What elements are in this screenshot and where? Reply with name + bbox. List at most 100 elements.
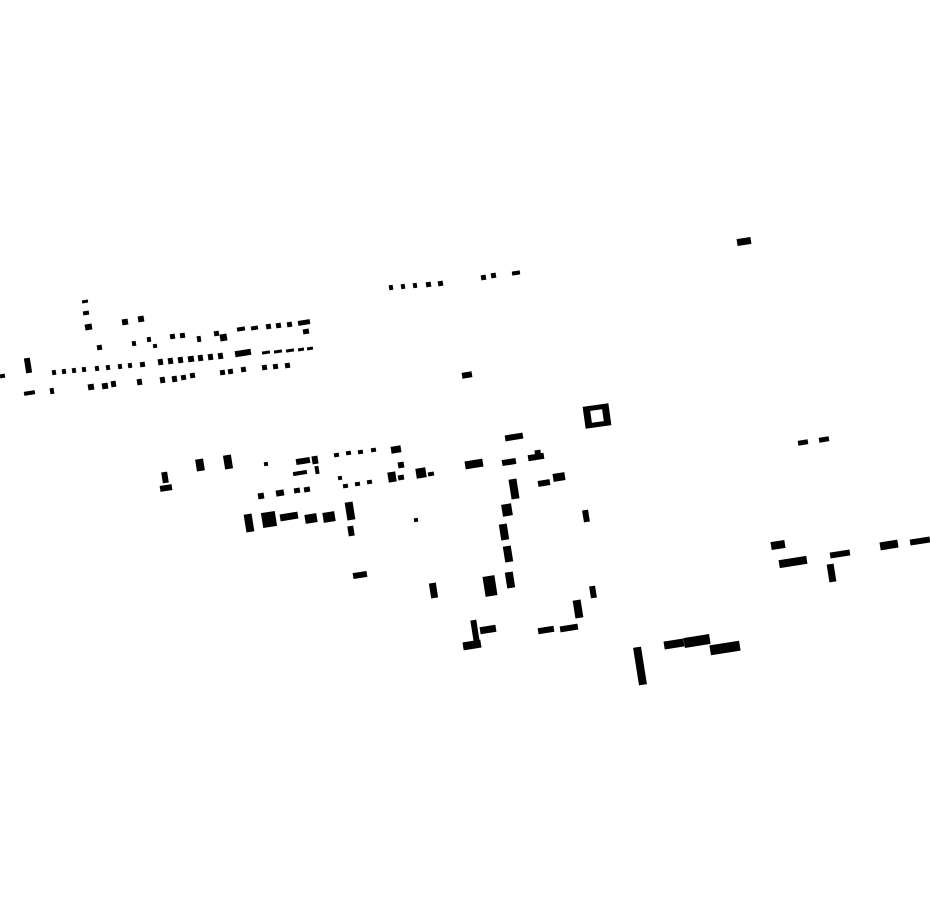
building-footprint <box>284 362 291 369</box>
building-footprint <box>427 471 435 477</box>
building-footprint <box>105 364 111 371</box>
building-footprint <box>397 461 405 469</box>
building-footprint <box>415 467 427 479</box>
building-footprint <box>345 450 352 456</box>
building-footprint <box>797 439 809 446</box>
building-footprint <box>352 570 368 580</box>
building-footprint <box>152 343 158 349</box>
building-footprint <box>709 640 741 656</box>
building-footprint <box>397 474 405 481</box>
building-footprint <box>161 471 169 484</box>
building-footprint <box>306 346 314 351</box>
building-footprint <box>293 487 301 494</box>
building-footprint <box>292 469 308 477</box>
building-footprint <box>275 489 285 497</box>
building-footprint <box>286 321 293 328</box>
building-footprint <box>94 365 100 372</box>
building-footprint <box>167 357 174 365</box>
building-footprint <box>260 510 278 529</box>
building-footprint <box>342 483 349 489</box>
building-footprint <box>736 236 752 247</box>
building-footprint <box>101 382 109 390</box>
building-footprint <box>370 447 377 453</box>
building-footprint <box>480 274 487 281</box>
building-footprint <box>482 575 498 597</box>
building-footprint <box>311 455 319 465</box>
building-footprint <box>81 299 89 304</box>
building-footprint <box>159 484 173 492</box>
building-footprint <box>257 492 265 500</box>
building-footprint <box>909 536 930 546</box>
building-footprint <box>157 358 164 366</box>
building-footprint <box>322 511 336 523</box>
building-footprint <box>770 539 786 551</box>
building-footprint <box>82 310 90 316</box>
building-footprint <box>425 281 432 288</box>
building-footprint <box>169 333 176 340</box>
building-footprint <box>23 357 33 374</box>
building-footprint <box>344 501 356 521</box>
building-footprint <box>159 376 166 384</box>
building-footprint <box>219 333 228 342</box>
building-footprint <box>437 280 444 287</box>
building-footprint <box>261 364 268 371</box>
building-footprint <box>537 625 555 635</box>
building-footprint <box>826 563 837 583</box>
building-footprint <box>818 436 830 443</box>
building-footprint <box>180 374 187 381</box>
building-footprint <box>357 449 364 455</box>
building-footprint <box>61 368 67 375</box>
building-footprint <box>479 624 497 635</box>
building-footprint <box>263 461 269 467</box>
building-footprint <box>498 523 510 541</box>
building-footprint <box>501 503 513 517</box>
building-footprint <box>139 361 146 368</box>
building-footprint <box>236 326 246 332</box>
building-footprint <box>127 362 133 369</box>
building-footprint <box>537 479 551 487</box>
building-footprint <box>879 539 899 551</box>
building-footprint <box>227 368 234 375</box>
building-footprint <box>272 363 279 370</box>
building-footprint <box>303 486 311 493</box>
building-footprint <box>304 513 318 524</box>
building-footprint <box>51 369 57 376</box>
building-footprint <box>470 619 480 643</box>
building-footprint <box>96 344 103 351</box>
building-footprint <box>582 509 590 523</box>
building-footprint <box>250 325 259 331</box>
building-footprint <box>683 634 711 648</box>
building-footprint <box>589 585 597 599</box>
building-footprint <box>179 332 186 339</box>
building-footprint <box>219 369 226 376</box>
building-footprint <box>511 270 521 276</box>
building-footprint <box>502 545 514 563</box>
building-footprint <box>187 355 195 363</box>
building-footprint <box>490 272 497 279</box>
building-footprint <box>275 322 282 329</box>
building-footprint <box>778 555 808 569</box>
building-footprint <box>177 356 184 364</box>
building-footprint <box>504 432 524 442</box>
building-footprint <box>136 378 143 386</box>
building-footprint <box>302 328 310 335</box>
building-footprint <box>23 390 36 396</box>
building-footprint <box>354 481 361 487</box>
building-footprint <box>572 599 584 619</box>
building-footprint <box>117 363 123 370</box>
building-footprint <box>337 475 343 481</box>
building-footprint <box>559 623 579 633</box>
building-footprint <box>412 282 418 289</box>
building-footprint <box>314 465 320 475</box>
building-footprint <box>87 383 95 391</box>
building-footprint <box>552 472 566 482</box>
building-footprint <box>240 366 247 373</box>
building-footprint <box>137 315 145 323</box>
building-footprint <box>49 387 55 395</box>
building-footprint <box>171 375 178 383</box>
building-footprint <box>387 471 397 483</box>
building-footprint <box>297 319 311 326</box>
building-footprint <box>388 284 394 291</box>
building-footprint <box>333 452 340 458</box>
